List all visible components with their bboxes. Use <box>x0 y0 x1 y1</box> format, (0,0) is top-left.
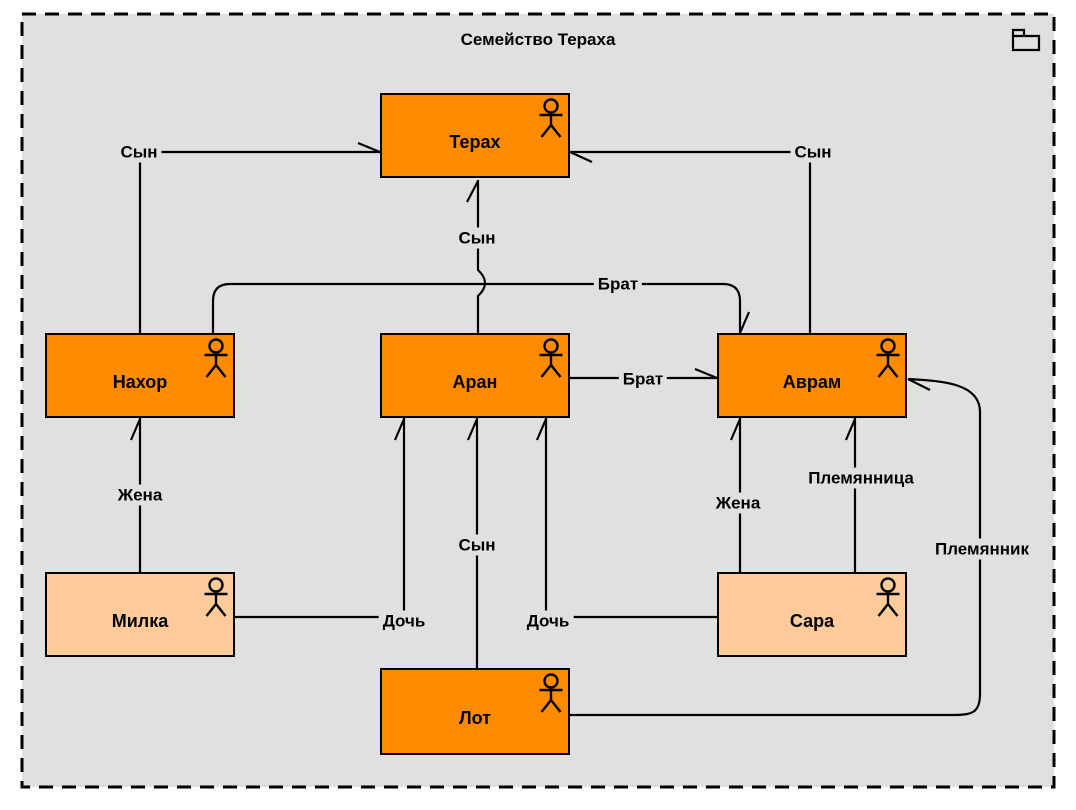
edge-label-son-aran-terah: Сын <box>454 227 500 249</box>
node-milka[interactable]: Милка <box>45 572 235 657</box>
actor-icon <box>539 673 563 713</box>
edge-label-nephew-lot-abram: Племянник <box>930 538 1034 560</box>
edge-label-wife-milka-nahor: Жена <box>113 484 167 506</box>
actor-icon <box>876 338 900 378</box>
edge-label-wife-sara-abram: Жена <box>711 492 765 514</box>
edge-label-son-abram-terah: Сын <box>790 141 836 163</box>
node-milka-label: Милка <box>111 611 169 631</box>
node-lot-label: Лот <box>459 708 491 728</box>
actor-icon <box>204 577 228 617</box>
edge-line-nephew-lot-abram <box>570 377 982 717</box>
node-terah[interactable]: Терах <box>380 93 570 178</box>
actor-icon <box>204 338 228 378</box>
edge-label-brother-nahor-abram: Брат <box>593 273 643 295</box>
node-abram[interactable]: Аврам <box>717 333 907 418</box>
node-nahor[interactable]: Нахор <box>45 333 235 418</box>
node-aran[interactable]: Аран <box>380 333 570 418</box>
node-nahor-label: Нахор <box>112 372 168 392</box>
edge-line-brother-nahor-abram <box>211 282 751 334</box>
node-abram-label: Аврам <box>782 372 842 392</box>
node-aran-label: Аран <box>452 372 498 392</box>
node-lot[interactable]: Лот <box>380 668 570 755</box>
folder-icon <box>1011 28 1041 52</box>
actor-icon <box>876 577 900 617</box>
node-sara[interactable]: Сара <box>717 572 907 657</box>
edge-label-son-nahor-terah: Сын <box>116 141 162 163</box>
actor-icon <box>539 98 563 138</box>
node-terah-label: Терах <box>449 132 501 152</box>
edge-label-daughter-milka-aran: Дочь <box>378 610 430 632</box>
edge-label-son-lot-aran: Сын <box>454 534 500 556</box>
diagram-title: Семейство Тераха <box>460 30 616 49</box>
edge-label-niece-sara-abram: Племянница <box>804 467 918 489</box>
edge-label-brother-aran-abram: Брат <box>618 368 668 390</box>
edge-label-daughter-sara-aran: Дочь <box>522 610 574 632</box>
edge-line-niece-sara-abram <box>844 418 857 572</box>
actor-icon <box>539 338 563 378</box>
node-sara-label: Сара <box>789 611 835 631</box>
